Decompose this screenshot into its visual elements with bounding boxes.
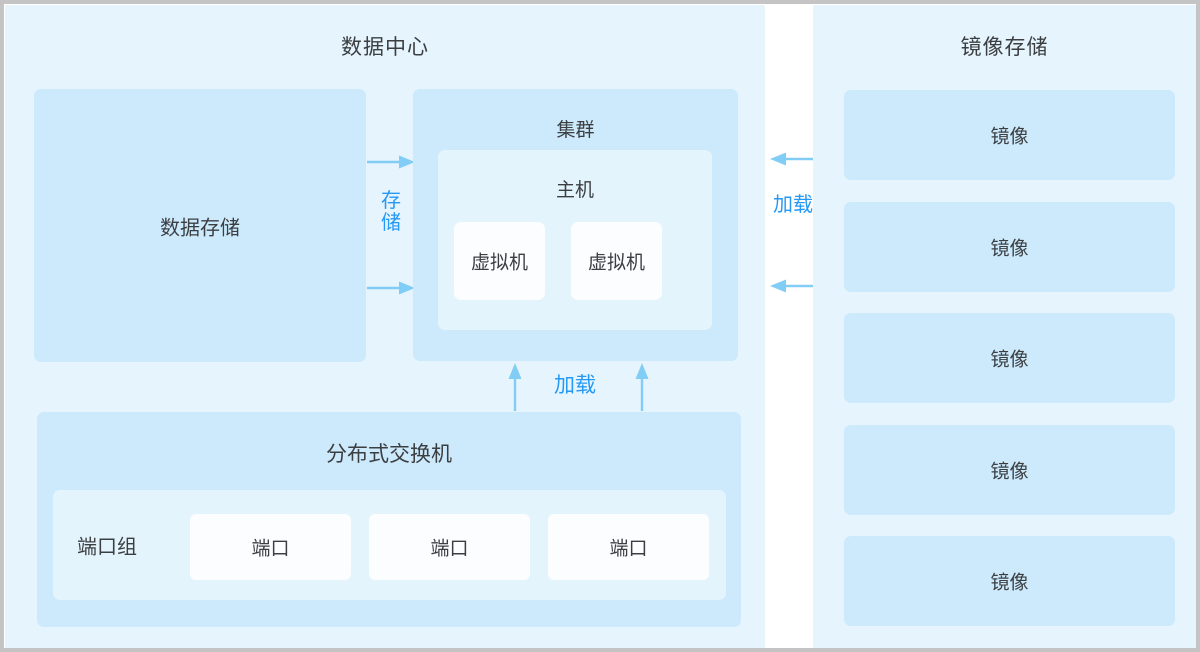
datacenter-title: 数据中心: [341, 36, 429, 59]
image-item-4[interactable]: 镜像: [844, 425, 1175, 515]
vm-box-1[interactable]: 虚拟机: [454, 222, 545, 300]
image-item-label: 镜像: [990, 126, 1029, 148]
vm-label: 虚拟机: [587, 252, 645, 274]
load-up-edge-label: 加载: [554, 374, 596, 397]
vm-label: 虚拟机: [470, 252, 528, 274]
image-item-label: 镜像: [990, 572, 1029, 594]
cluster-box[interactable]: 集群 主机 虚拟机 虚拟机: [413, 89, 738, 361]
port-label: 端口: [430, 538, 469, 560]
distributed-switch-box[interactable]: 分布式交换机 端口组 端口 端口 端口: [37, 412, 741, 627]
port-box-3[interactable]: 端口: [548, 514, 709, 580]
panel-gutter: [765, 5, 813, 648]
image-item-label: 镜像: [990, 238, 1029, 260]
image-item-2[interactable]: 镜像: [844, 202, 1175, 292]
datacenter-panel: 数据中心 数据存储 存储 集群 主机 虚拟机: [5, 5, 765, 648]
storage-edge-label: 存储: [381, 190, 401, 235]
image-storage-title: 镜像存储: [960, 36, 1049, 59]
port-group-label: 端口组: [77, 536, 137, 559]
storage-arrow-bottom-icon: [367, 281, 415, 295]
image-item-label: 镜像: [990, 349, 1029, 371]
distributed-switch-label: 分布式交换机: [326, 443, 452, 466]
data-storage-box[interactable]: 数据存储: [34, 89, 366, 362]
host-box[interactable]: 主机 虚拟机 虚拟机: [438, 150, 712, 330]
vm-box-2[interactable]: 虚拟机: [571, 222, 662, 300]
port-box-1[interactable]: 端口: [190, 514, 351, 580]
load-left-arrow-bottom-icon: [766, 279, 820, 293]
image-storage-panel: 镜像存储 镜像 镜像 镜像 镜像 镜像: [813, 5, 1196, 648]
host-label: 主机: [555, 180, 594, 201]
port-box-2[interactable]: 端口: [369, 514, 530, 580]
load-up-arrow-left-icon: [508, 363, 522, 411]
storage-arrow-top-icon: [367, 155, 415, 169]
port-group-box[interactable]: 端口组 端口 端口 端口: [53, 490, 726, 600]
image-item-5[interactable]: 镜像: [844, 536, 1175, 626]
data-storage-label: 数据存储: [160, 217, 240, 239]
load-left-edge-label: 加载: [773, 194, 813, 216]
port-label: 端口: [251, 538, 290, 560]
load-up-arrow-right-icon: [635, 363, 649, 411]
port-label: 端口: [609, 538, 648, 560]
image-item-label: 镜像: [990, 461, 1029, 483]
image-item-3[interactable]: 镜像: [844, 313, 1175, 403]
cluster-label: 集群: [556, 120, 595, 141]
image-item-1[interactable]: 镜像: [844, 90, 1175, 180]
load-left-arrow-top-icon: [766, 152, 820, 166]
